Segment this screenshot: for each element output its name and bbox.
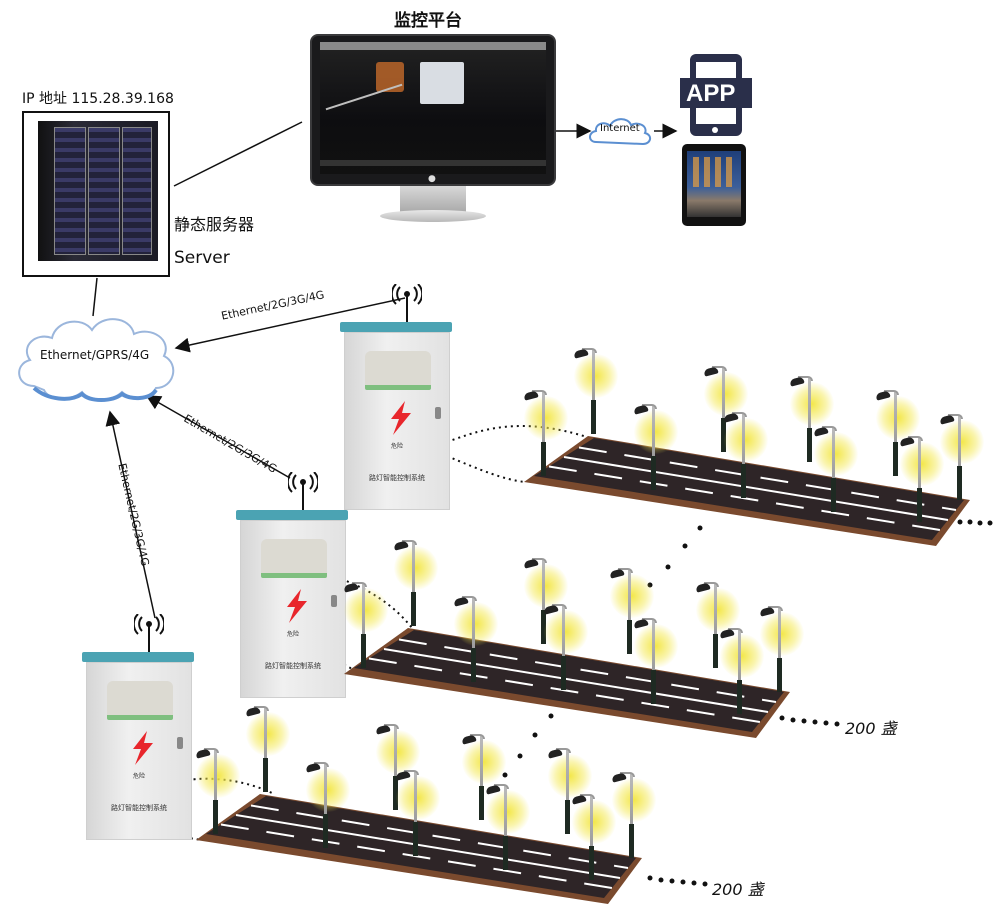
controller-module	[365, 351, 431, 390]
cabinet-warning-label: 危险	[390, 443, 403, 450]
server-rack-icon	[38, 121, 158, 261]
street-lamp-icon	[366, 720, 426, 810]
road-2-trail-dots	[779, 715, 840, 727]
cabinet-system-label: 路灯智能控制系统	[265, 662, 321, 670]
login-dialog	[420, 62, 464, 104]
cabinet-system-label: 路灯智能控制系统	[111, 804, 167, 812]
server-monitor-line	[173, 121, 303, 187]
cabinet-body: 危险 路灯智能控制系统	[86, 662, 192, 840]
street-lamp-icon	[624, 614, 684, 704]
street-lamp-icon	[236, 702, 296, 792]
server-ip-label: IP 地址 115.28.39.168	[22, 91, 174, 107]
cabinet-body: 危险 路灯智能控制系统	[240, 520, 346, 698]
road-segment-1	[523, 348, 984, 552]
cable-1a	[446, 424, 591, 443]
street-lamp-icon	[514, 554, 574, 644]
cabinet-warning-label: 危险	[132, 773, 145, 780]
server-cloud-line	[92, 277, 98, 317]
cabinet-lock-icon	[331, 595, 337, 607]
internet-cloud	[589, 118, 651, 146]
cabinet-lock-icon	[435, 407, 441, 419]
antenna-icon	[390, 283, 424, 324]
street-lamp-icon	[750, 602, 810, 692]
road-3-lamp-count: 200 盏	[712, 880, 764, 899]
monitor-screen	[320, 42, 546, 174]
road-segment-2	[343, 540, 804, 744]
link-arrow-1	[174, 297, 406, 353]
main-cloud	[18, 318, 175, 402]
lightning-bolt-icon	[133, 731, 153, 765]
control-cabinet-2: 危险 路灯智能控制系统	[236, 471, 348, 698]
cabinet-lid	[82, 652, 194, 662]
street-lamp-icon	[476, 780, 536, 870]
street-lamp-icon	[602, 768, 662, 858]
link-arrow-3	[105, 410, 156, 619]
cabinet-system-label: 路灯智能控制系统	[369, 474, 425, 482]
monitor-platform-title: 监控平台	[394, 11, 462, 31]
street-lamp-icon	[538, 744, 598, 834]
street-lamp-icon	[384, 536, 444, 626]
lightning-bolt-icon	[287, 589, 307, 623]
server-name-en: Server	[174, 248, 230, 268]
street-lamp-icon	[452, 730, 512, 820]
road-2-lamp-count: 200 盏	[845, 719, 897, 738]
street-lamp-icon	[780, 372, 840, 462]
control-cabinet-3: 危险 路灯智能控制系统	[82, 613, 194, 840]
antenna-icon	[286, 471, 320, 512]
street-lamp-icon	[710, 624, 770, 714]
link-arrow-2	[145, 395, 291, 479]
street-lamp-icon	[534, 600, 594, 690]
cabinet-body: 危险 路灯智能控制系统	[344, 332, 450, 510]
street-lamp-icon	[694, 362, 754, 452]
server-image-box	[22, 111, 170, 277]
app-icon: APP	[680, 54, 752, 136]
street-lamp-icon	[334, 578, 394, 668]
controller-module	[107, 681, 173, 720]
street-lamp-icon	[930, 410, 990, 500]
street-lamp-icon	[600, 564, 660, 654]
street-lamp-icon	[562, 790, 622, 880]
street-lamp-icon	[804, 422, 864, 512]
street-lamp-icon	[686, 578, 746, 668]
street-lamp-icon	[624, 400, 684, 490]
street-lamp-icon	[890, 432, 950, 522]
cabinet-lid	[236, 510, 348, 520]
server-name-cn: 静态服务器	[174, 215, 255, 234]
street-lamp-icon	[714, 408, 774, 498]
street-lamp-icon	[564, 344, 624, 434]
apple-logo-icon: ●	[428, 174, 436, 184]
controller-module	[261, 539, 327, 578]
app-label: APP	[686, 80, 736, 107]
street-lamp-icon	[296, 758, 356, 848]
cabinet-lid	[340, 322, 452, 332]
road-segment-3	[195, 706, 656, 910]
main-cloud-label: Ethernet/GPRS/4G	[40, 348, 150, 362]
street-lamp-icon	[444, 592, 504, 682]
monitor-display: ●	[310, 34, 556, 224]
tablet-device	[682, 144, 746, 226]
cabinet-warning-label: 危险	[286, 631, 299, 638]
internet-cloud-label: Internet	[600, 123, 640, 134]
street-lamp-icon	[514, 386, 574, 476]
road-3-trail-dots	[647, 875, 708, 887]
lightning-bolt-icon	[391, 401, 411, 435]
street-lamp-icon	[186, 744, 246, 834]
cabinet-lock-icon	[177, 737, 183, 749]
control-cabinet-1: 危险 路灯智能控制系统	[340, 283, 452, 510]
street-lamp-icon	[386, 766, 446, 856]
cable-2b	[329, 644, 353, 669]
antenna-icon	[132, 613, 166, 654]
street-lamp-icon	[866, 386, 926, 476]
